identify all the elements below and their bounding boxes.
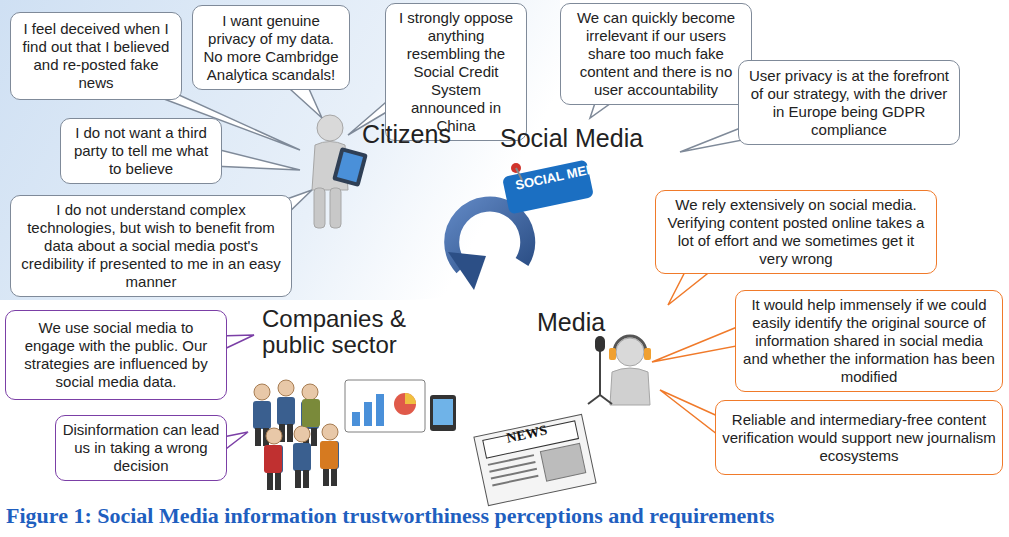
cycle-arrow — [448, 204, 528, 290]
speech-bubble: I feel deceived when I find out that I b… — [10, 12, 182, 100]
speech-bubble: We rely extensively on social media. Ver… — [655, 190, 937, 274]
bubble-text: We use social media to engage with the p… — [12, 319, 220, 391]
group-heading: Citizens — [362, 120, 451, 149]
figure-caption: Figure 1: Social Media information trust… — [6, 503, 774, 529]
bubble-text: Disinformation can lead us in taking a w… — [62, 421, 220, 475]
bubble-text: I want genuine privacy of my data. No mo… — [199, 12, 343, 84]
bubble-text: Reliable and intermediary-free content v… — [722, 411, 996, 465]
speech-bubble: User privacy is at the forefront of our … — [738, 60, 960, 145]
bubble-tail — [652, 325, 742, 362]
speech-bubble: I do not want a third party to tell me w… — [60, 118, 222, 184]
companies-figures — [253, 380, 456, 490]
bubble-text: We rely extensively on social media. Ver… — [662, 196, 930, 268]
speech-bubble: We use social media to engage with the p… — [5, 310, 227, 400]
speech-bubble: Disinformation can lead us in taking a w… — [55, 415, 227, 481]
bubble-text: I feel deceived when I find out that I b… — [17, 20, 175, 92]
speech-bubble: I want genuine privacy of my data. No mo… — [192, 5, 350, 90]
speech-bubble: We can quickly become irrelevant if our … — [560, 3, 752, 105]
bubble-text: User privacy is at the forefront of our … — [745, 67, 953, 139]
group-heading: Media — [537, 308, 605, 337]
speech-bubble: I do not understand complex technologies… — [10, 195, 292, 297]
bubble-text: It would help immensely if we could easi… — [742, 296, 996, 386]
citizen-figure — [312, 115, 368, 228]
newspaper — [474, 414, 596, 505]
group-heading: Companies & public sector — [262, 306, 442, 359]
bubble-tail — [660, 390, 722, 438]
speech-bubble: Reliable and intermediary-free content v… — [715, 400, 1003, 475]
citizens-ground — [0, 0, 560, 300]
bubble-text: I do not understand complex technologies… — [17, 201, 285, 291]
bubble-text: We can quickly become irrelevant if our … — [567, 9, 745, 99]
bubble-text: I strongly oppose anything resembling th… — [392, 9, 520, 135]
bubble-tail — [212, 148, 300, 170]
bubble-text: I do not want a third party to tell me w… — [67, 124, 215, 178]
media-figure — [588, 336, 651, 405]
speech-bubble: It would help immensely if we could easi… — [735, 290, 1003, 392]
group-heading: Social Media — [500, 124, 643, 153]
